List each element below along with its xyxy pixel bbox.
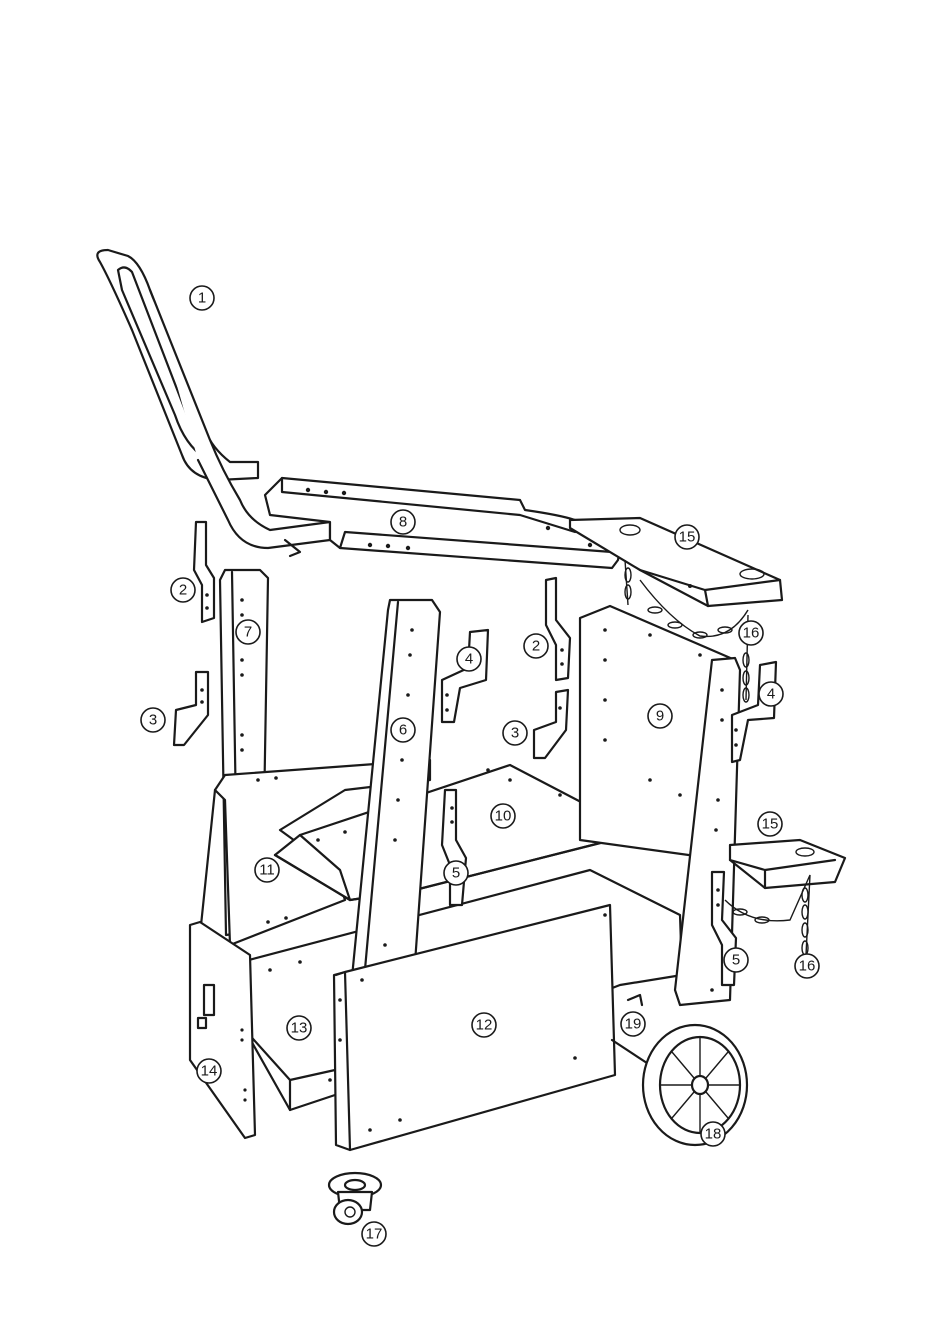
svg-text:11: 11 bbox=[259, 862, 275, 879]
callout-12: 12 bbox=[472, 1013, 496, 1037]
part-side-door bbox=[190, 922, 255, 1138]
svg-text:5: 5 bbox=[452, 865, 460, 882]
svg-text:14: 14 bbox=[201, 1063, 218, 1080]
svg-text:4: 4 bbox=[465, 651, 473, 668]
svg-text:19: 19 bbox=[625, 1016, 642, 1033]
part-caster bbox=[329, 1173, 381, 1224]
svg-text:15: 15 bbox=[762, 816, 779, 833]
part-hook-left-2 bbox=[194, 522, 214, 622]
callout-11: 11 bbox=[255, 858, 279, 882]
callout-7: 7 bbox=[236, 620, 260, 644]
svg-text:16: 16 bbox=[743, 625, 760, 642]
callout-4b: 4 bbox=[759, 682, 783, 706]
callout-15b: 15 bbox=[758, 812, 782, 836]
svg-text:10: 10 bbox=[495, 808, 512, 825]
callout-19: 19 bbox=[621, 1012, 645, 1036]
callout-16a: 16 bbox=[739, 621, 763, 645]
svg-text:9: 9 bbox=[656, 708, 664, 725]
callout-3a: 3 bbox=[141, 708, 165, 732]
callout-14: 14 bbox=[197, 1059, 221, 1083]
svg-text:7: 7 bbox=[244, 624, 252, 641]
callout-6: 6 bbox=[391, 718, 415, 742]
svg-text:8: 8 bbox=[399, 514, 407, 531]
callout-15a: 15 bbox=[675, 525, 699, 549]
svg-text:13: 13 bbox=[291, 1020, 308, 1037]
callout-17: 17 bbox=[362, 1222, 386, 1246]
callout-10: 10 bbox=[491, 804, 515, 828]
callout-3b: 3 bbox=[503, 721, 527, 745]
svg-text:2: 2 bbox=[179, 582, 187, 599]
svg-text:15: 15 bbox=[679, 529, 696, 546]
part-hook-left-3 bbox=[174, 672, 208, 745]
svg-text:1: 1 bbox=[198, 290, 206, 307]
callout-5b: 5 bbox=[724, 948, 748, 972]
svg-text:12: 12 bbox=[476, 1017, 493, 1034]
svg-text:16: 16 bbox=[799, 958, 816, 975]
svg-text:4: 4 bbox=[767, 686, 775, 703]
callout-4a: 4 bbox=[457, 647, 481, 671]
callout-2b: 2 bbox=[524, 634, 548, 658]
svg-text:3: 3 bbox=[149, 712, 157, 729]
callout-18: 18 bbox=[701, 1122, 725, 1146]
callout-5a: 5 bbox=[444, 861, 468, 885]
svg-text:18: 18 bbox=[705, 1126, 722, 1143]
callout-13: 13 bbox=[287, 1016, 311, 1040]
callout-1: 1 bbox=[190, 286, 214, 310]
svg-text:2: 2 bbox=[532, 638, 540, 655]
part-hook-right-2 bbox=[546, 578, 570, 680]
svg-text:3: 3 bbox=[511, 725, 519, 742]
svg-text:17: 17 bbox=[366, 1226, 383, 1243]
callout-8: 8 bbox=[391, 510, 415, 534]
part-hook-right-3 bbox=[534, 690, 568, 758]
svg-text:5: 5 bbox=[732, 952, 740, 969]
callout-2a: 2 bbox=[171, 578, 195, 602]
part-bracket-lower bbox=[730, 840, 845, 888]
part-hook-mid-4 bbox=[442, 630, 488, 722]
part-wheel bbox=[643, 1025, 747, 1145]
svg-text:6: 6 bbox=[399, 722, 407, 739]
callout-16b: 16 bbox=[795, 954, 819, 978]
callout-9: 9 bbox=[648, 704, 672, 728]
